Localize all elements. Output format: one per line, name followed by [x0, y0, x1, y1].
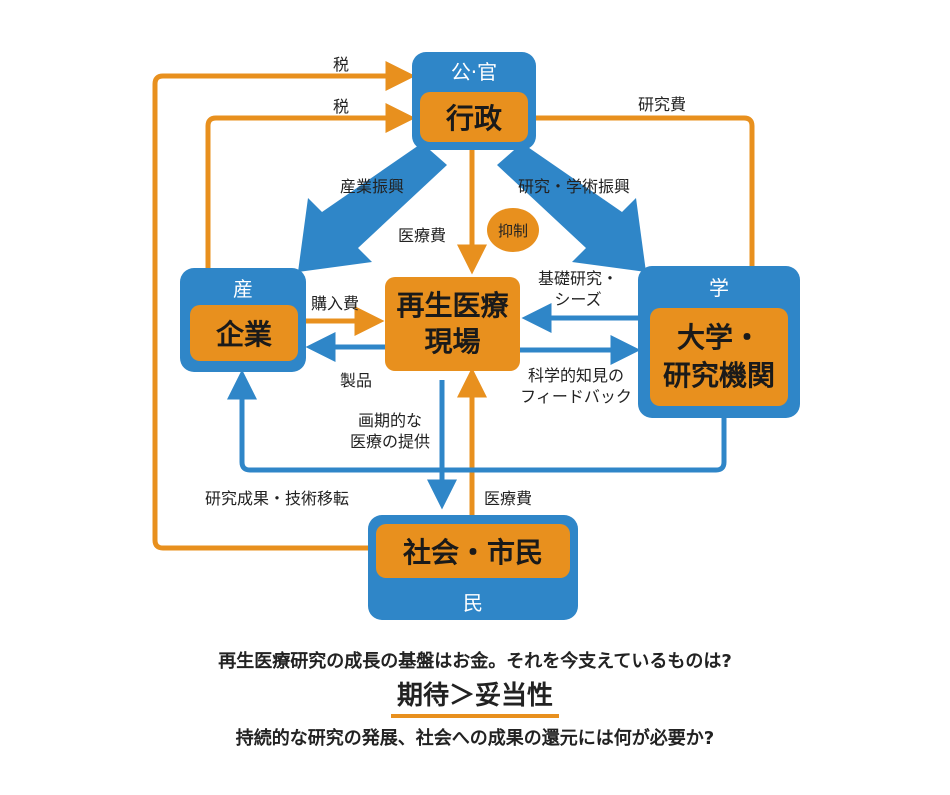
public-gov-group-label: 公·官 — [450, 60, 498, 84]
clinic-node-label-1: 再生医療 — [396, 289, 509, 322]
clinic-node-label-2: 現場 — [424, 325, 481, 358]
caption-line-3: 持続的な研究の発展、社会への成果の還元には何が必要か? — [235, 728, 715, 749]
tax-label-second: 税 — [333, 97, 350, 116]
research-funds-label: 研究費 — [638, 95, 687, 114]
feedback-label-2: フィードバック — [520, 387, 632, 406]
suppress-label: 抑制 — [497, 221, 528, 240]
caption-line-2-text: 期待＞妥当性 — [390, 675, 559, 718]
research-transfer-arrow — [227, 369, 727, 473]
industry-node-label: 企業 — [215, 318, 272, 351]
gov-node-label: 行政 — [445, 102, 502, 135]
industry-promotion-label: 産業振興 — [340, 177, 405, 196]
society-node[interactable]: 社会・市民 — [376, 524, 570, 578]
feedback-label: 科学的知見の フィードバック — [512, 365, 640, 407]
medical-cost-bottom-label: 医療費 — [484, 489, 533, 508]
feedback-label-1: 科学的知見の — [527, 366, 624, 385]
medical-cost-top-label: 医療費 — [398, 226, 447, 245]
tax-arrow-outer — [152, 61, 416, 551]
tax-arrow-inner — [205, 103, 416, 268]
society-node-label: 社会・市民 — [402, 536, 543, 569]
research-transfer-label: 研究成果・技術移転 — [205, 489, 350, 508]
academia-node-label-2: 研究機関 — [662, 359, 775, 392]
academic-promotion-label: 研究・学術振興 — [518, 177, 631, 196]
innovative-care-label-1: 画期的な — [357, 411, 422, 430]
academia-node-label-1: 大学・ — [676, 321, 761, 354]
academia-node[interactable]: 大学・ 研究機関 — [650, 308, 788, 406]
tax-label-top: 税 — [333, 55, 350, 74]
caption-line-2: 期待＞妥当性 — [0, 675, 950, 718]
suppress-bubble: 抑制 — [487, 208, 539, 252]
industry-node[interactable]: 企業 — [190, 305, 298, 361]
purchase-cost-label: 購入費 — [311, 294, 360, 313]
industry-group-label: 産 — [233, 277, 253, 301]
gov-node[interactable]: 行政 — [420, 92, 528, 142]
basic-research-label-2: シーズ — [554, 290, 602, 309]
academic-promotion-arrow — [497, 143, 646, 272]
basic-research-label-1: 基礎研究・ — [537, 269, 618, 288]
research-funds-arrow — [530, 115, 767, 309]
caption-line-1: 再生医療研究の成長の基盤はお金。それを今支えているものは? — [218, 651, 732, 672]
basic-research-label: 基礎研究・ シーズ — [526, 268, 630, 310]
industry-promotion-arrow — [298, 143, 447, 272]
innovative-care-label-2: 医療の提供 — [349, 432, 430, 451]
academia-group-label: 学 — [709, 276, 729, 300]
clinic-node[interactable]: 再生医療 現場 — [385, 277, 520, 371]
society-group-label: 民 — [463, 591, 483, 615]
products-label: 製品 — [340, 371, 373, 390]
innovative-care-label: 画期的な 医療の提供 — [340, 410, 440, 452]
